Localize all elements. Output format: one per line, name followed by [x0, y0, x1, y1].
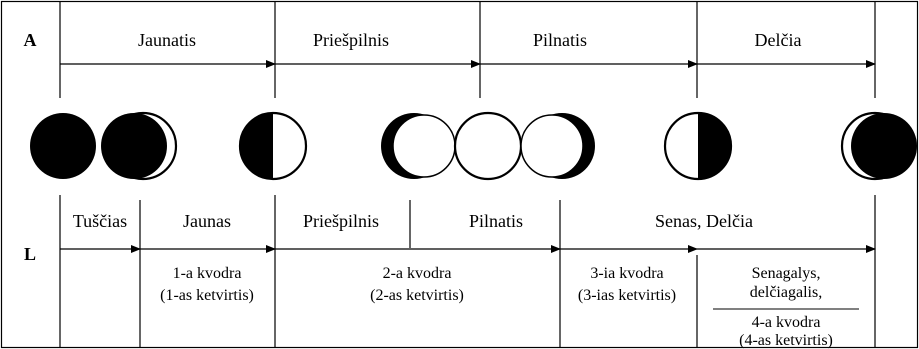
waxing-gibbous-icon [381, 113, 456, 179]
boundary-lines [59, 2, 876, 348]
moons-row [30, 111, 917, 181]
a-phase-priespilnis: Priešpilnis [313, 30, 389, 50]
l-phase-senas-delcia: Senas, Delčia [655, 211, 753, 231]
quarter-4-name: 4-a kvodra [752, 314, 821, 331]
quarter-4-senagalys: Senagalys, [752, 265, 821, 282]
quarter-4-delciagalis: delčiagalis, [750, 284, 822, 301]
quarter-2-name: 2-a kvodra [383, 265, 452, 282]
quarter-2-alt: (2-as ketvirtis) [370, 287, 464, 304]
row-l-letter: L [24, 244, 36, 264]
l-phase-priespilnis: Priešpilnis [303, 211, 379, 231]
waxing-crescent-icon [101, 111, 178, 181]
l-phase-pilnatis: Pilnatis [469, 211, 523, 231]
quarter-1-alt: (1-as ketvirtis) [160, 287, 254, 304]
quarter-3-name: 3-ia kvodra [590, 265, 663, 282]
a-phase-delcia: Delčia [755, 30, 802, 50]
waning-gibbous-icon [520, 113, 595, 179]
first-quarter-icon [238, 111, 308, 181]
full-moon-icon [453, 111, 523, 181]
row-a-letter: A [24, 30, 37, 50]
last-quarter-icon [663, 111, 733, 181]
quarter-3-alt: (3-ias ketvirtis) [578, 287, 676, 304]
new-moon-icon [30, 113, 96, 179]
a-phase-jaunatis: Jaunatis [138, 30, 196, 50]
l-phase-jaunas: Jaunas [183, 211, 231, 231]
a-phase-pilnatis: Pilnatis [533, 30, 587, 50]
quarter-4-alt: (4-as ketvirtis) [739, 332, 833, 349]
waning-crescent-icon [840, 111, 917, 181]
quarter-1-name: 1-a kvodra [173, 265, 242, 282]
l-phase-tuscias: Tuščias [73, 211, 127, 231]
